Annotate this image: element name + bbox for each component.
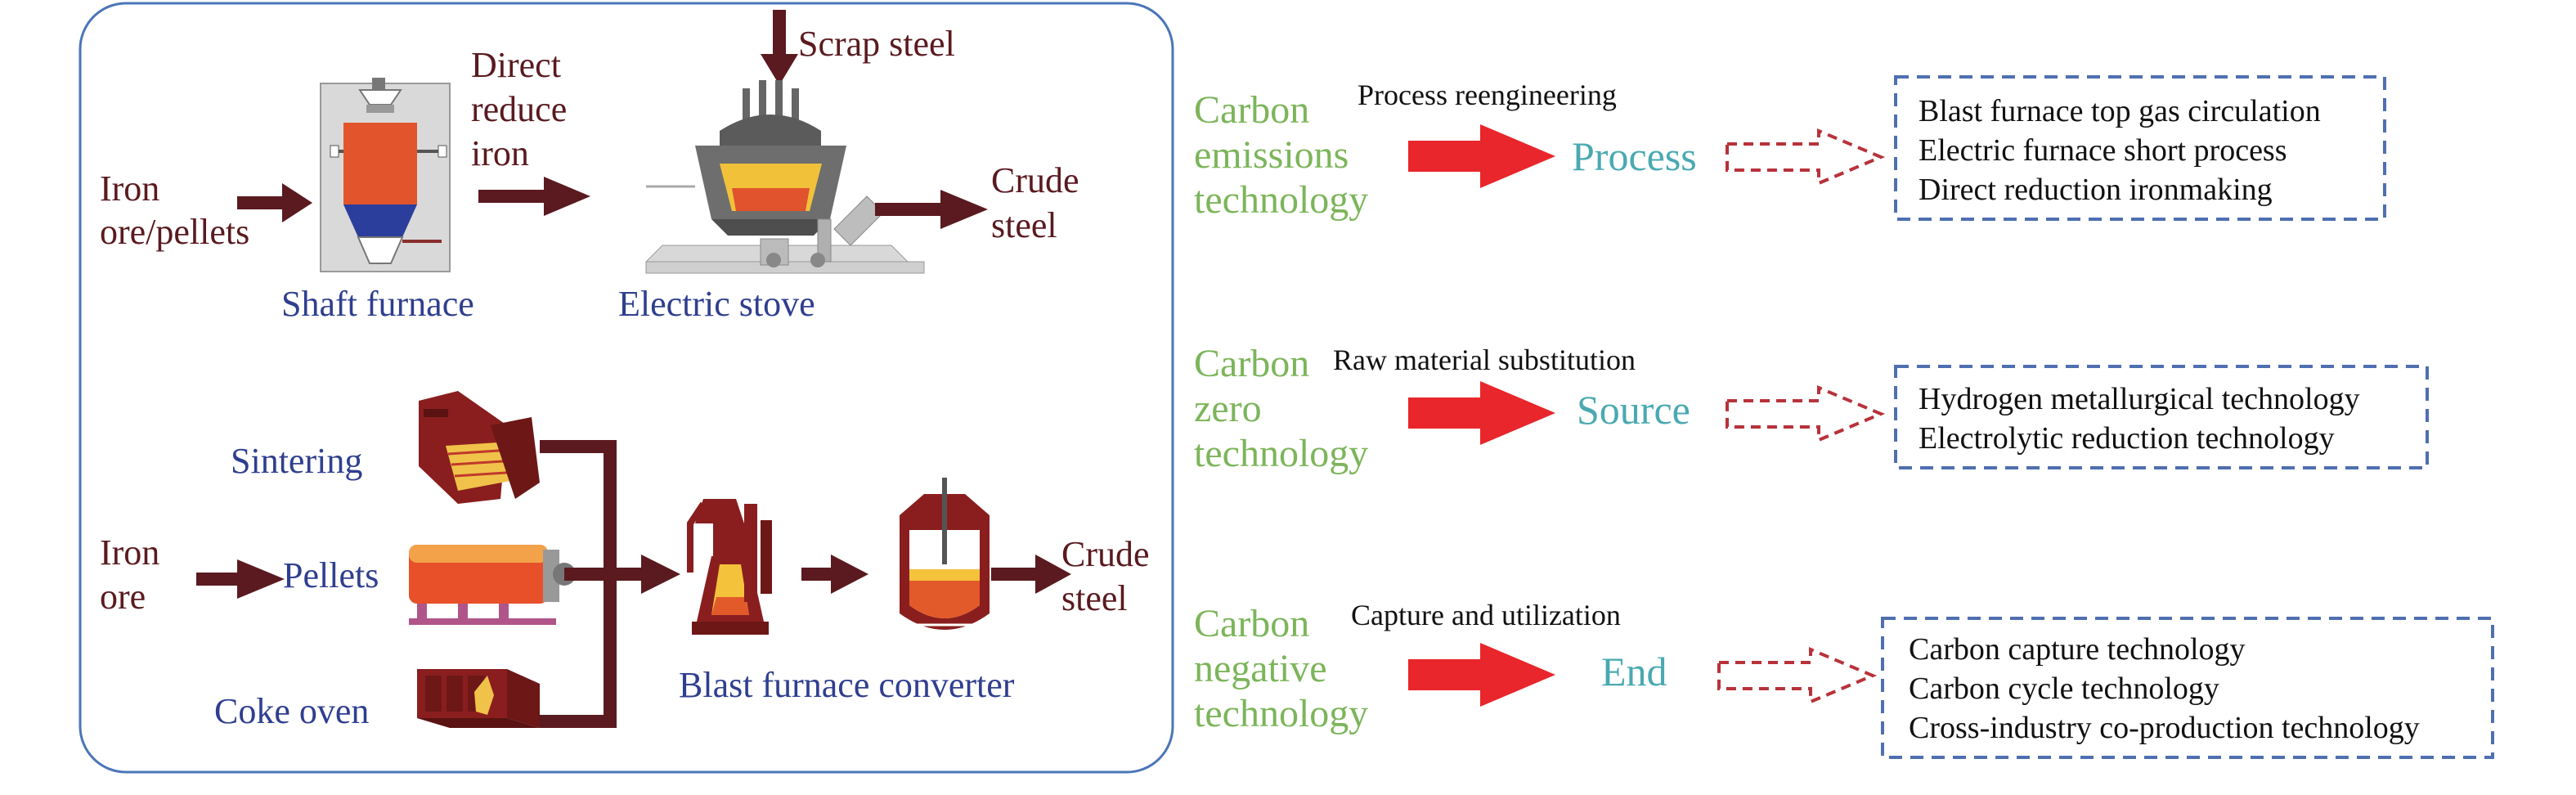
stage-label: Source [1577,387,1690,433]
dashed-arrow [1726,128,1886,186]
action-label: Process reengineering [1358,79,1617,111]
stage-label: Process [1572,133,1697,179]
arrow-scrap-steel [761,10,798,85]
scrap-steel-label: Scrap steel [798,24,955,64]
category-label-line-2: emissions [1194,133,1349,177]
blast-furnace-converter-label: Blast furnace converter [679,665,1015,705]
technology-box [1894,365,2429,469]
arrow-bf-to-converter [801,555,868,594]
category-label-line-1: Carbon [1194,602,1309,645]
blast-furnace-icon [687,499,772,635]
crude-steel-top-label-1: Crude [991,160,1079,200]
coke-oven-label: Coke oven [214,691,369,731]
category-label-line-1: Carbon [1194,342,1309,385]
shaft-furnace-label: Shaft furnace [281,284,474,324]
arrow-ore-to-shaft [237,183,312,222]
category-label-line-3: technology [1194,692,1368,735]
dashed-arrow [1726,384,1886,443]
action-label: Capture and utilization [1351,599,1621,631]
technology-item: Electric furnace short process [1919,133,2287,168]
technology-item: Cross-industry co-production technology [1909,711,2420,745]
dashed-arrow [1717,646,1878,705]
pellets-label: Pellets [283,555,379,595]
bottom-process: Sintering Iron ore Pellets Coke oven Bla… [100,391,1150,731]
top-process: Iron ore/pellets Direct reduce iron Scra… [100,10,1079,324]
iron-ore-label-1: Iron [100,532,159,573]
technology-item: Carbon cycle technology [1909,671,2219,706]
left-panel-frame [79,2,1174,774]
iron-ore-label-2: ore [100,577,146,617]
category-label-line-2: negative [1194,647,1327,690]
category-label-line-2: zero [1194,387,1262,430]
electric-stove-label: Electric stove [618,284,815,324]
red-arrow [1408,381,1555,445]
row-carbon-zero: Carbon zero technology Raw material subs… [1194,342,2429,475]
red-arrow [1408,643,1555,707]
sintering-label: Sintering [231,441,362,481]
technology-box [1894,75,2386,221]
arrow-iron-ore-to-pellets [196,559,285,599]
crude-steel-bottom-label-2: steel [1061,578,1128,618]
shaft-furnace-icon [320,78,451,272]
row-carbon-emissions: Carbon emissions technology Process reen… [1194,75,2386,222]
crude-steel-top-label-2: steel [991,205,1057,245]
technology-item: Direct reduction ironmaking [1919,173,2273,207]
category-label-line-3: technology [1194,178,1368,222]
pellets-kiln-icon [409,545,576,625]
technology-item: Carbon capture technology [1909,632,2246,667]
iron-ore-pellets-label-1: Iron [100,168,159,209]
row-carbon-negative: Carbon negative technology Capture and u… [1194,599,2494,759]
coke-oven-icon [417,669,540,728]
stage-label: End [1601,649,1667,694]
arrow-converter-to-crude-steel [991,555,1071,594]
arrow-stove-to-crude-steel [875,190,988,229]
category-label-line-3: technology [1194,432,1368,475]
technology-item: Hydrogen metallurgical technology [1919,382,2360,416]
action-label: Raw material substitution [1333,344,1636,376]
category-label-line-1: Carbon [1194,88,1309,132]
direct-reduce-iron-label-3: iron [471,133,529,173]
technology-item: Blast furnace top gas circulation [1919,94,2321,128]
feed-connectors [540,440,680,728]
converter-icon [900,478,990,630]
electric-stove-icon [644,80,925,274]
direct-reduce-iron-label-1: Direct [471,45,561,85]
direct-reduce-iron-label-2: reduce [471,89,567,129]
technology-item: Electrolytic reduction technology [1919,421,2335,456]
iron-ore-pellets-label-2: ore/pellets [100,212,249,252]
technology-box [1881,617,2494,759]
arrow-shaft-to-stove [478,177,590,216]
crude-steel-bottom-label-1: Crude [1061,534,1150,574]
sintering-icon [419,391,540,504]
red-arrow [1408,124,1555,188]
